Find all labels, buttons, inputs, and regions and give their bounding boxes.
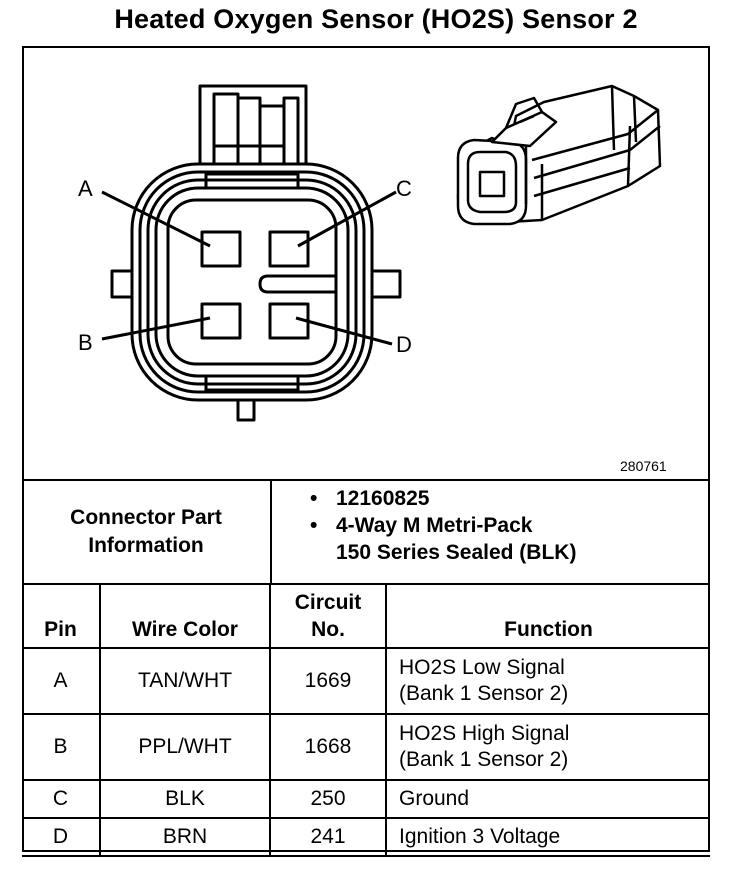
table-header-row: Pin Wire Color Circuit No. Function bbox=[22, 583, 710, 649]
header-circuit: Circuit No. bbox=[269, 583, 387, 649]
pin-label-c: C bbox=[396, 176, 412, 201]
leader-c bbox=[297, 190, 397, 248]
housing-ring-1 bbox=[138, 170, 366, 394]
pin-label-d: D bbox=[396, 332, 412, 357]
cell-wire-color: BLK bbox=[99, 779, 271, 819]
cell-pin: A bbox=[22, 647, 101, 715]
cell-function-line2: (Bank 1 Sensor 2) bbox=[399, 748, 569, 771]
cell-function: HO2S High Signal (Bank 1 Sensor 2) bbox=[385, 713, 710, 781]
cell-pin: D bbox=[22, 817, 101, 857]
header-pin: Pin bbox=[22, 583, 101, 649]
cell-wire-color: BRN bbox=[99, 817, 271, 857]
leader-d bbox=[295, 316, 393, 346]
cell-wire-color: PPL/WHT bbox=[99, 713, 271, 781]
header-wire-color: Wire Color bbox=[99, 583, 271, 649]
connector-info-label-line2: Information bbox=[88, 534, 204, 557]
header-function: Function bbox=[385, 583, 710, 649]
table-row: D BRN 241 Ignition 3 Voltage bbox=[22, 817, 710, 857]
cell-function-line2: (Bank 1 Sensor 2) bbox=[399, 682, 569, 705]
figure-number: 280761 bbox=[620, 458, 667, 474]
cell-function: Ignition 3 Voltage bbox=[385, 817, 710, 857]
connector-info-box: Connector Part Information • 12160825 • 4-… bbox=[22, 479, 710, 583]
page-title: Heated Oxygen Sensor (HO2S) Sensor 2 bbox=[114, 4, 638, 34]
housing-outer bbox=[130, 162, 374, 402]
cell-circuit: 1669 bbox=[269, 647, 387, 715]
key-bar-top bbox=[204, 172, 300, 190]
header-circuit-line2: No. bbox=[311, 618, 345, 641]
connector-info-label: Connector Part Information bbox=[22, 481, 272, 583]
pin-cavity-c bbox=[268, 230, 310, 268]
table-row: B PPL/WHT 1668 HO2S High Signal (Bank 1 … bbox=[22, 713, 710, 781]
pin-label-b: B bbox=[78, 330, 93, 355]
key-bar-bottom bbox=[204, 374, 300, 392]
connector-iso-view bbox=[456, 84, 662, 226]
cell-circuit: 1668 bbox=[269, 713, 387, 781]
leader-b bbox=[101, 316, 211, 341]
housing-inner bbox=[166, 198, 338, 366]
polarization-slot bbox=[258, 274, 336, 294]
leader-a bbox=[101, 190, 211, 248]
cell-function-line1: HO2S High Signal bbox=[399, 722, 570, 745]
cell-function: Ground bbox=[385, 779, 710, 819]
bullet-icon: • bbox=[310, 514, 318, 537]
connector-face-svg: A B C D bbox=[78, 84, 662, 422]
connector-info-label-line1: Connector Part bbox=[70, 506, 222, 529]
part-number: 12160825 bbox=[336, 487, 430, 510]
cell-pin: B bbox=[22, 713, 101, 781]
table-row: C BLK 250 Ground bbox=[22, 779, 710, 819]
bullet-icon: • bbox=[310, 487, 318, 510]
cell-circuit: 241 bbox=[269, 817, 387, 857]
housing-ring-2 bbox=[146, 178, 358, 386]
connector-info-list: • 12160825 • 4-Way M Metri-Pack 150 Series… bbox=[272, 485, 576, 566]
list-item: • 12160825 bbox=[272, 485, 576, 512]
cell-function-line1: HO2S Low Signal bbox=[399, 656, 565, 679]
pin-table: Pin Wire Color Circuit No. Function A TA… bbox=[22, 583, 710, 857]
cell-circuit: 250 bbox=[269, 779, 387, 819]
connector-diagram: A B C D bbox=[22, 46, 710, 480]
right-tab bbox=[368, 269, 402, 299]
connector-type: 4-Way M Metri-Pack bbox=[336, 514, 533, 537]
list-item: • 4-Way M Metri-Pack bbox=[272, 512, 576, 539]
cell-wire-color: TAN/WHT bbox=[99, 647, 271, 715]
header-circuit-line1: Circuit bbox=[294, 591, 362, 614]
cell-pin: C bbox=[22, 779, 101, 819]
pin-cavity-a bbox=[200, 230, 242, 268]
cell-function: HO2S Low Signal (Bank 1 Sensor 2) bbox=[385, 647, 710, 715]
table-row: A TAN/WHT 1669 HO2S Low Signal (Bank 1 S… bbox=[22, 647, 710, 715]
pin-label-a: A bbox=[78, 176, 93, 201]
connector-series: 150 Series Sealed (BLK) bbox=[336, 541, 577, 564]
